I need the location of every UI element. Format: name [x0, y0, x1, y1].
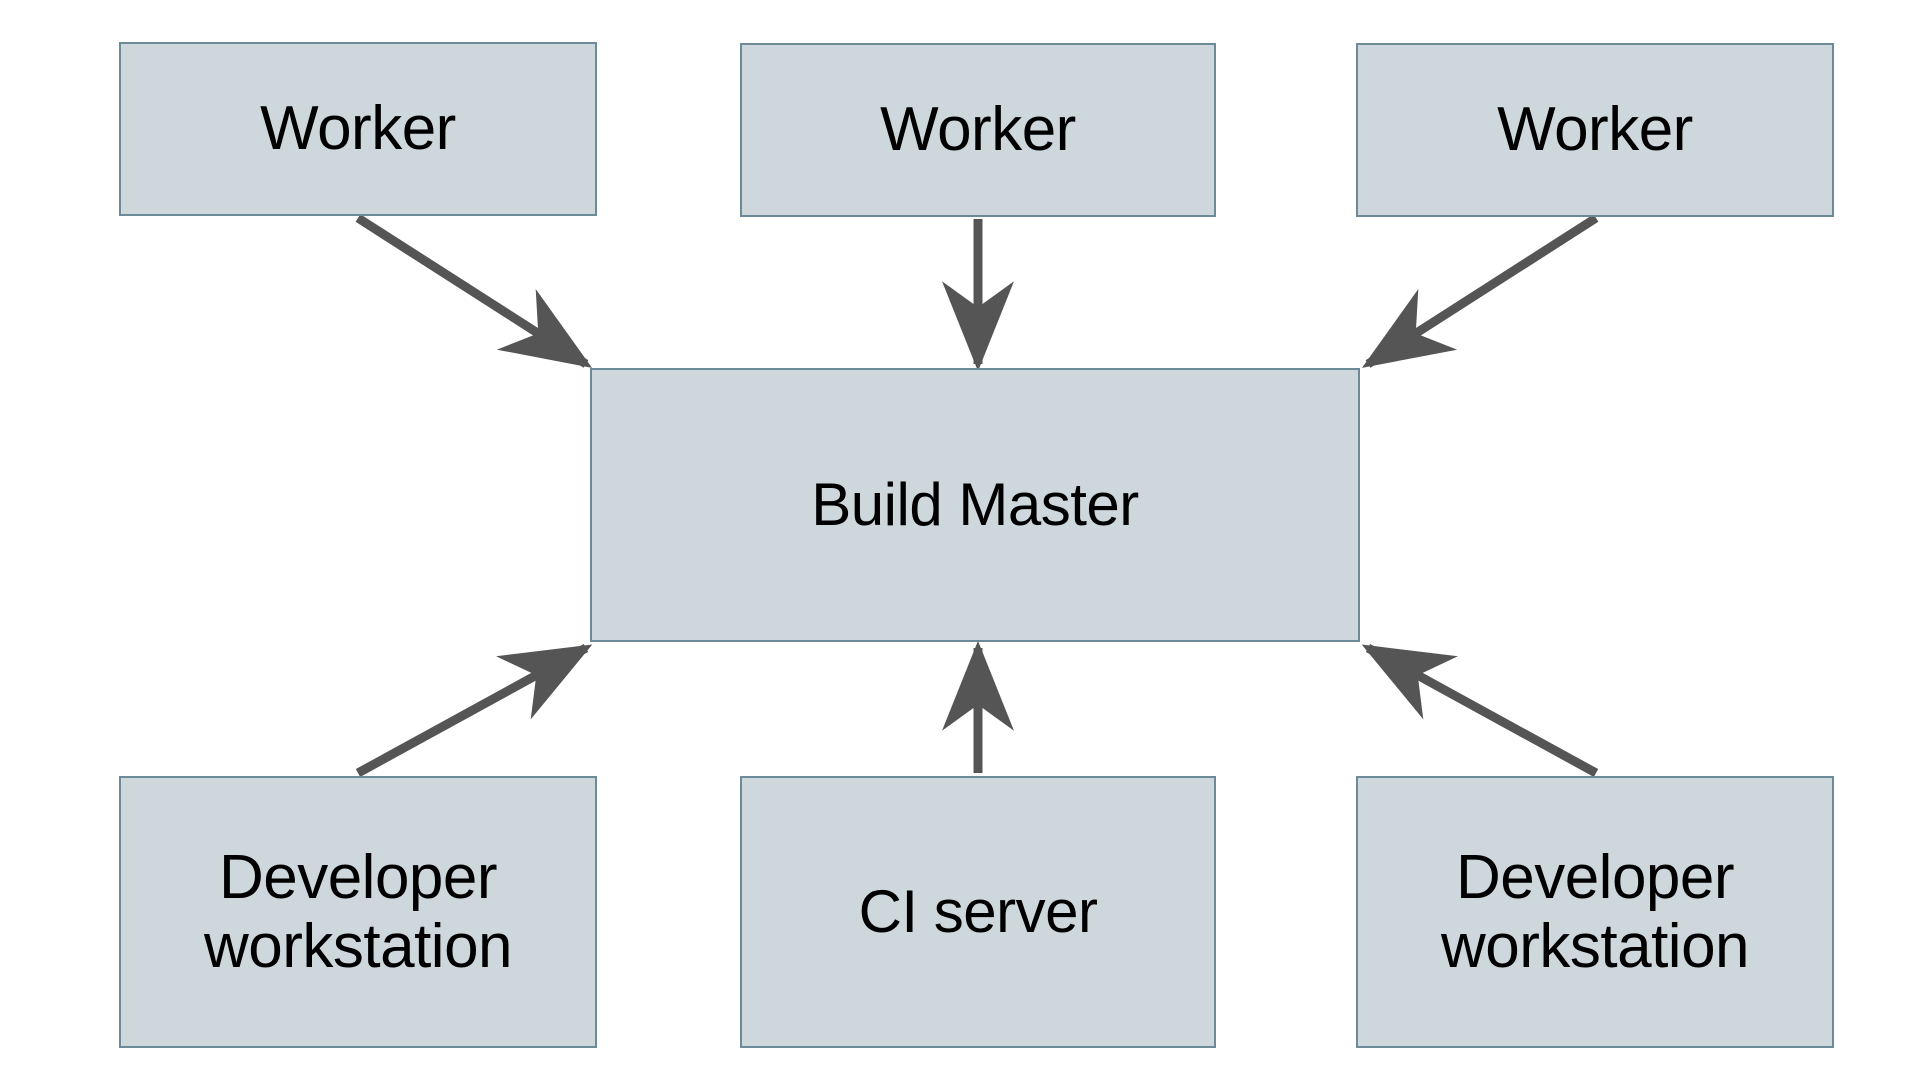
node-label: CI server	[858, 878, 1098, 946]
node-ci-server[interactable]: CI server	[740, 776, 1216, 1048]
node-worker-right[interactable]: Worker	[1356, 43, 1834, 217]
node-label: Developer workstation	[203, 842, 513, 981]
edge-dev-right-to-master	[1361, 644, 1599, 777]
node-label: Developer workstation	[1440, 842, 1750, 981]
node-developer-workstation-right[interactable]: Developer workstation	[1356, 776, 1834, 1048]
node-label: Build Master	[811, 471, 1139, 539]
node-worker-left[interactable]: Worker	[119, 42, 597, 216]
node-build-master[interactable]: Build Master	[590, 368, 1360, 642]
edge-dev-left-to-master	[355, 644, 593, 777]
node-label: Worker	[880, 95, 1076, 165]
node-label: Worker	[1497, 95, 1693, 165]
node-worker-mid[interactable]: Worker	[740, 43, 1216, 217]
node-developer-workstation-left[interactable]: Developer workstation	[119, 776, 597, 1048]
edge-worker-left-to-master	[355, 214, 593, 368]
edge-worker-right-to-master	[1361, 214, 1599, 368]
node-label: Worker	[260, 94, 456, 164]
